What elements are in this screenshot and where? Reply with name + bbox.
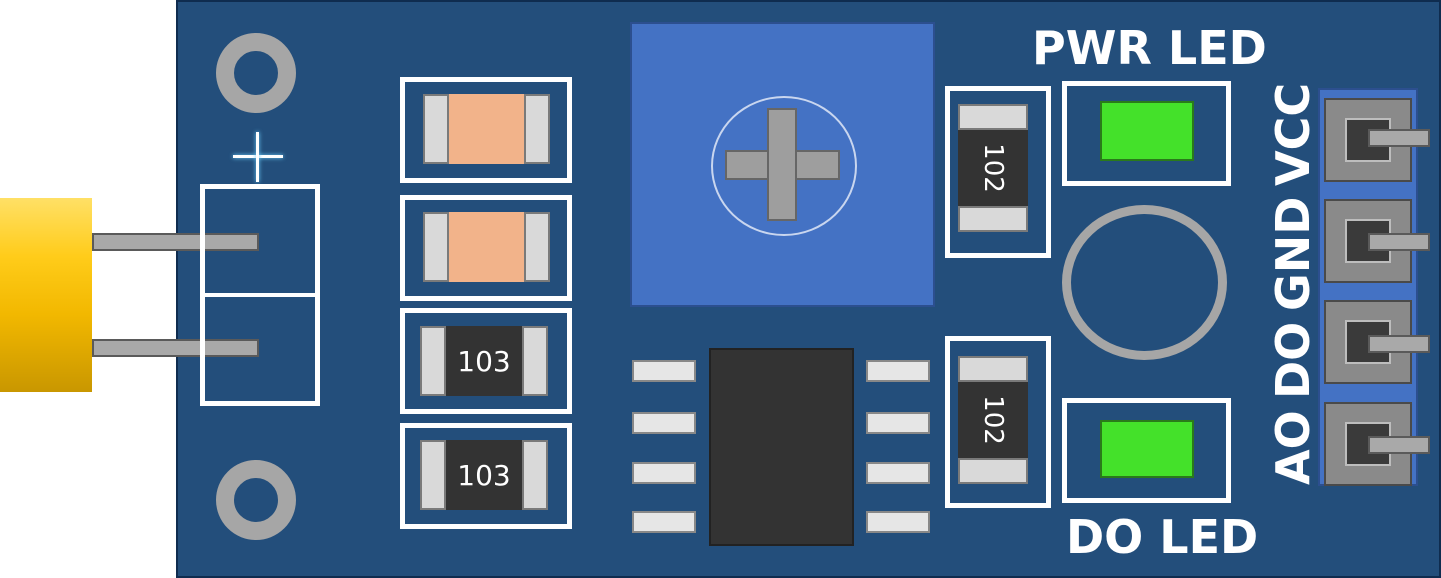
chip-pin	[866, 511, 930, 533]
resistor-r3: 102	[958, 104, 1028, 232]
output-led	[1100, 420, 1194, 478]
resistor-value: 103	[446, 440, 522, 510]
resistor-r1: 103	[420, 326, 548, 396]
resistor-outline	[945, 86, 1051, 258]
comparator-chip	[709, 348, 854, 546]
header-pin-lead	[1368, 233, 1430, 251]
mounting-hole-top	[216, 33, 296, 113]
resistor-value: 102	[977, 143, 1008, 193]
resistor-value: 102	[977, 395, 1008, 445]
mounting-hole-bottom	[216, 460, 296, 540]
power-led-outline	[1062, 81, 1231, 186]
chip-pin	[632, 511, 696, 533]
sensor-lead-bottom	[92, 339, 259, 357]
resistor-outline	[400, 423, 572, 529]
potentiometer-screw-vertical	[767, 108, 797, 221]
capacitor-outline	[400, 77, 572, 183]
capacitor	[423, 212, 550, 282]
capacitor	[423, 94, 550, 164]
sensor-connector-outline	[200, 184, 320, 406]
chip-pin	[866, 462, 930, 484]
sensor-lead-top	[92, 233, 259, 251]
power-led-label: PWR LED	[1032, 21, 1267, 75]
resistor-value: 103	[446, 326, 522, 396]
pin-label-gnd: GND	[1266, 197, 1320, 312]
pin-label-do: DO	[1266, 322, 1320, 400]
header-pin-lead	[1368, 335, 1430, 353]
capacitor-outline	[400, 195, 572, 301]
chip-pin	[632, 412, 696, 434]
header-pin-lead	[1368, 129, 1430, 147]
sensor-connector-divider	[203, 293, 317, 297]
potentiometer-dial	[711, 96, 857, 236]
sensor-element	[0, 198, 92, 392]
resistor-outline	[400, 308, 572, 414]
pin-labels: AO DO GND VCC	[1266, 78, 1320, 490]
chip-pin	[632, 462, 696, 484]
chip-pin	[866, 412, 930, 434]
pin-label-ao: AO	[1266, 409, 1320, 485]
pin-label-vcc: VCC	[1266, 83, 1320, 187]
output-led-label: DO LED	[1066, 510, 1259, 564]
polarity-plus-mark-vertical	[256, 132, 259, 182]
mounting-ring	[1062, 205, 1227, 360]
resistor-r4: 102	[958, 356, 1028, 484]
resistor-outline	[945, 336, 1051, 508]
resistor-r2: 103	[420, 440, 548, 510]
chip-pin	[866, 360, 930, 382]
output-led-outline	[1062, 398, 1231, 503]
power-led	[1100, 101, 1194, 161]
header-pin-lead	[1368, 436, 1430, 454]
chip-pin	[632, 360, 696, 382]
